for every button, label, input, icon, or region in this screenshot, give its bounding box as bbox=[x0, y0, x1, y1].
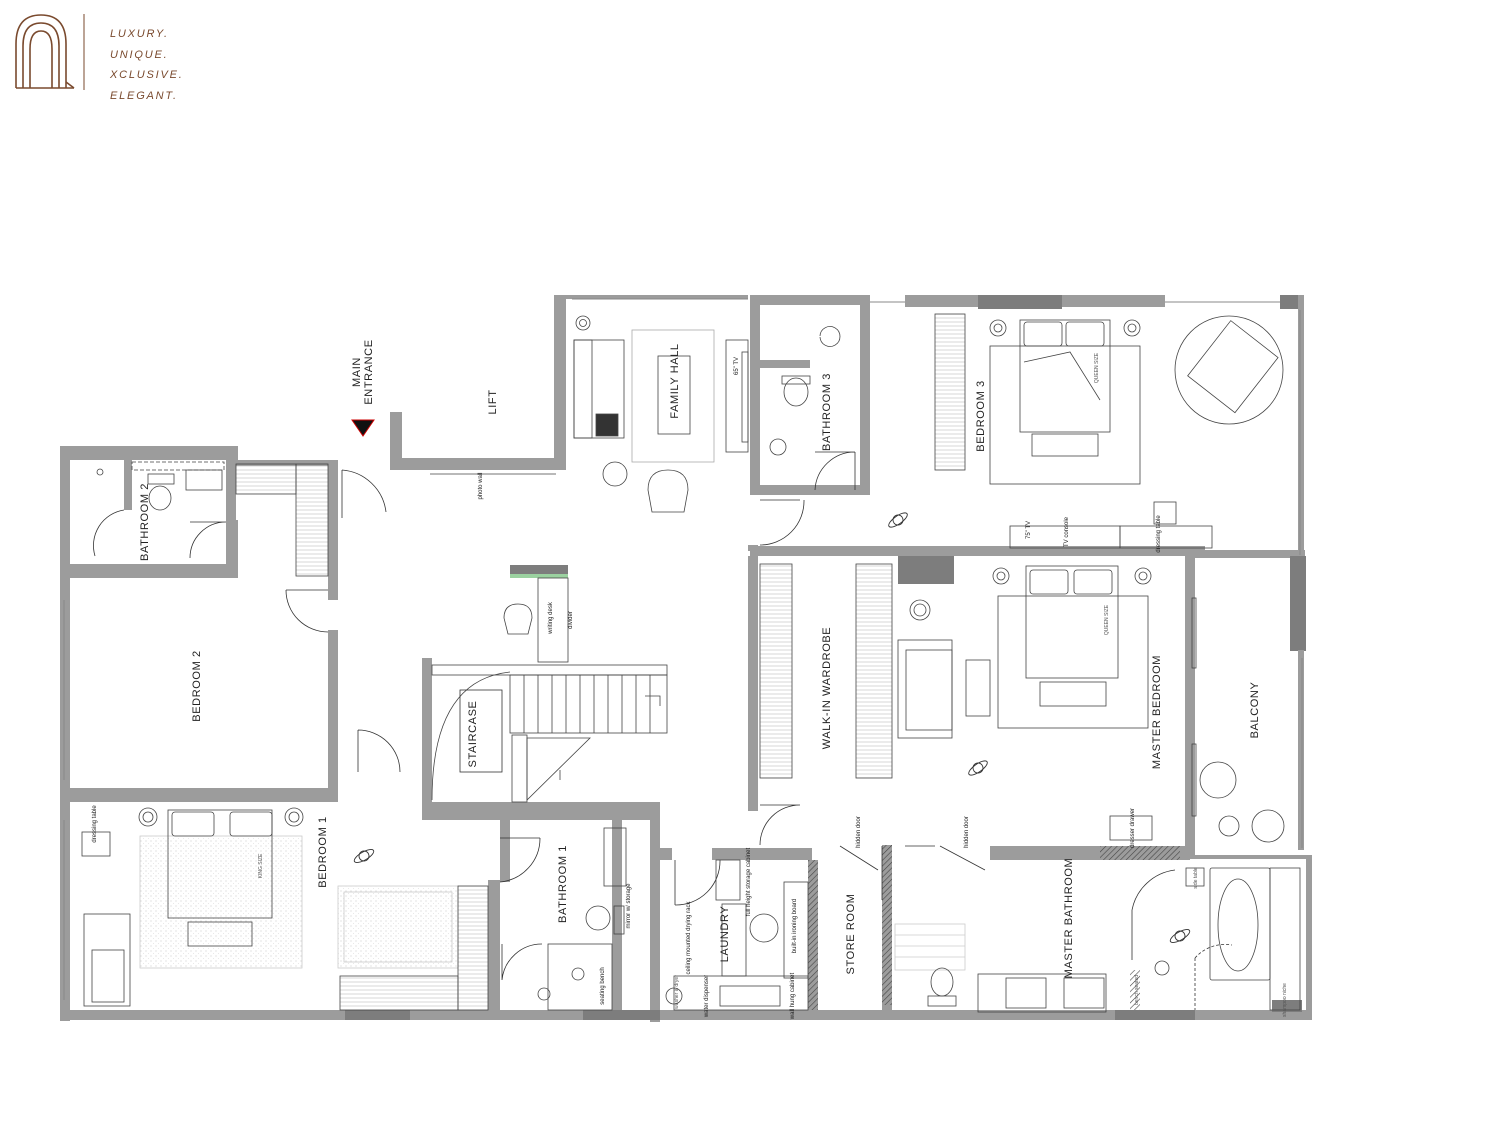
note-hidden-door-1: hidden door bbox=[856, 816, 862, 848]
tagline-line-4: ELEGANT. bbox=[110, 89, 178, 102]
person-icon bbox=[968, 760, 988, 776]
note-built-in-ironing: built-in ironing board bbox=[792, 899, 798, 953]
label-family-hall: FAMILY HALL bbox=[669, 343, 681, 418]
doors bbox=[93, 451, 1233, 1010]
note-shampoo-niche: shampoo niche bbox=[1282, 983, 1288, 1017]
note-hidden-door-2: hidden door bbox=[964, 816, 970, 848]
tagline-line-3: XCLUSIVE. bbox=[110, 69, 184, 81]
note-tv-console: TV console bbox=[1064, 516, 1070, 547]
main-entrance-arrow-icon bbox=[351, 419, 375, 437]
label-bedroom-1: BEDROOM 1 bbox=[317, 816, 329, 887]
label-main-entrance-2: ENTRANCE bbox=[363, 339, 375, 404]
brand-tagline: LUXURY. UNIQUE. XCLUSIVE. ELEGANT. bbox=[110, 24, 184, 106]
staircase-label-box bbox=[459, 689, 503, 773]
note-seating-bench: seating bench bbox=[600, 967, 606, 1004]
room-labels: FAMILY HALL LIFT BATHROOM 3 BEDROOM 3 BA… bbox=[139, 339, 1261, 978]
brand-block: LUXURY. UNIQUE. XCLUSIVE. ELEGANT. bbox=[14, 12, 214, 102]
note-dresser-drawer: dresser drawer bbox=[1130, 808, 1136, 848]
note-full-height-storage: full height storage cabinet bbox=[746, 847, 752, 916]
person-icon bbox=[353, 849, 375, 863]
note-photo-wall: photo wall bbox=[478, 472, 484, 499]
label-bedroom-3: BEDROOM 3 bbox=[975, 380, 987, 451]
label-master-bathroom: MASTER BATHROOM bbox=[1063, 858, 1075, 979]
note-ceiling-drying-rack: ceiling mounted drying rack bbox=[686, 900, 692, 974]
label-walk-in-wardrobe: WALK-IN WARDROBE bbox=[821, 627, 833, 749]
note-washer-dryer: washer & dryer bbox=[674, 975, 680, 1009]
note-tv-65: 65" TV bbox=[734, 357, 740, 375]
note-king-size: KING SIZE bbox=[258, 853, 264, 878]
person-icons bbox=[353, 512, 1191, 943]
note-queen-size-1: QUEEN SIZE bbox=[1094, 352, 1100, 383]
note-writing-desk: writing desk bbox=[548, 601, 554, 635]
note-queen-size-2: QUEEN SIZE bbox=[1104, 604, 1110, 635]
label-balcony: BALCONY bbox=[1249, 682, 1261, 739]
tagline-line-2: UNIQUE. bbox=[110, 48, 169, 61]
note-divider: divider bbox=[568, 611, 574, 629]
note-side-table: side table bbox=[1193, 867, 1199, 889]
person-icon bbox=[1169, 929, 1191, 943]
note-bench-seated: bench seated bbox=[1134, 975, 1140, 1005]
label-bathroom-2: BATHROOM 2 bbox=[139, 483, 151, 561]
label-bedroom-2: BEDROOM 2 bbox=[191, 650, 203, 721]
label-master-bedroom: MASTER BEDROOM bbox=[1151, 655, 1163, 769]
furniture bbox=[81, 313, 1301, 1013]
window-lines bbox=[63, 298, 1303, 1000]
arch-monogram-icon bbox=[15, 14, 85, 90]
label-bathroom-3: BATHROOM 3 bbox=[821, 373, 833, 451]
note-water-dispenser: water dispenser bbox=[704, 975, 710, 1018]
note-tv-75: 75" TV bbox=[1026, 521, 1032, 539]
note-mirror-storage: mirror w/ storage bbox=[626, 883, 632, 929]
staircase-steps bbox=[431, 664, 668, 803]
label-staircase: STAIRCASE bbox=[467, 701, 479, 768]
person-icon bbox=[888, 512, 908, 528]
note-dressing-table-b1: dressing table bbox=[92, 805, 98, 843]
label-laundry: LAUNDRY bbox=[719, 906, 731, 963]
label-bathroom-1: BATHROOM 1 bbox=[557, 845, 569, 923]
note-dressing-table: dressing table bbox=[1156, 515, 1162, 553]
note-wall-hung-cabinet: wall hung cabinet bbox=[790, 972, 796, 1020]
annotations: 65" TV photo wall writing desk divider 7… bbox=[92, 352, 1288, 1020]
label-lift: LIFT bbox=[487, 389, 499, 414]
tagline-line-1: LUXURY. bbox=[110, 28, 169, 40]
label-store-room: STORE ROOM bbox=[845, 894, 857, 975]
walls bbox=[60, 295, 1312, 1022]
label-main-entrance-1: MAIN bbox=[351, 357, 363, 387]
